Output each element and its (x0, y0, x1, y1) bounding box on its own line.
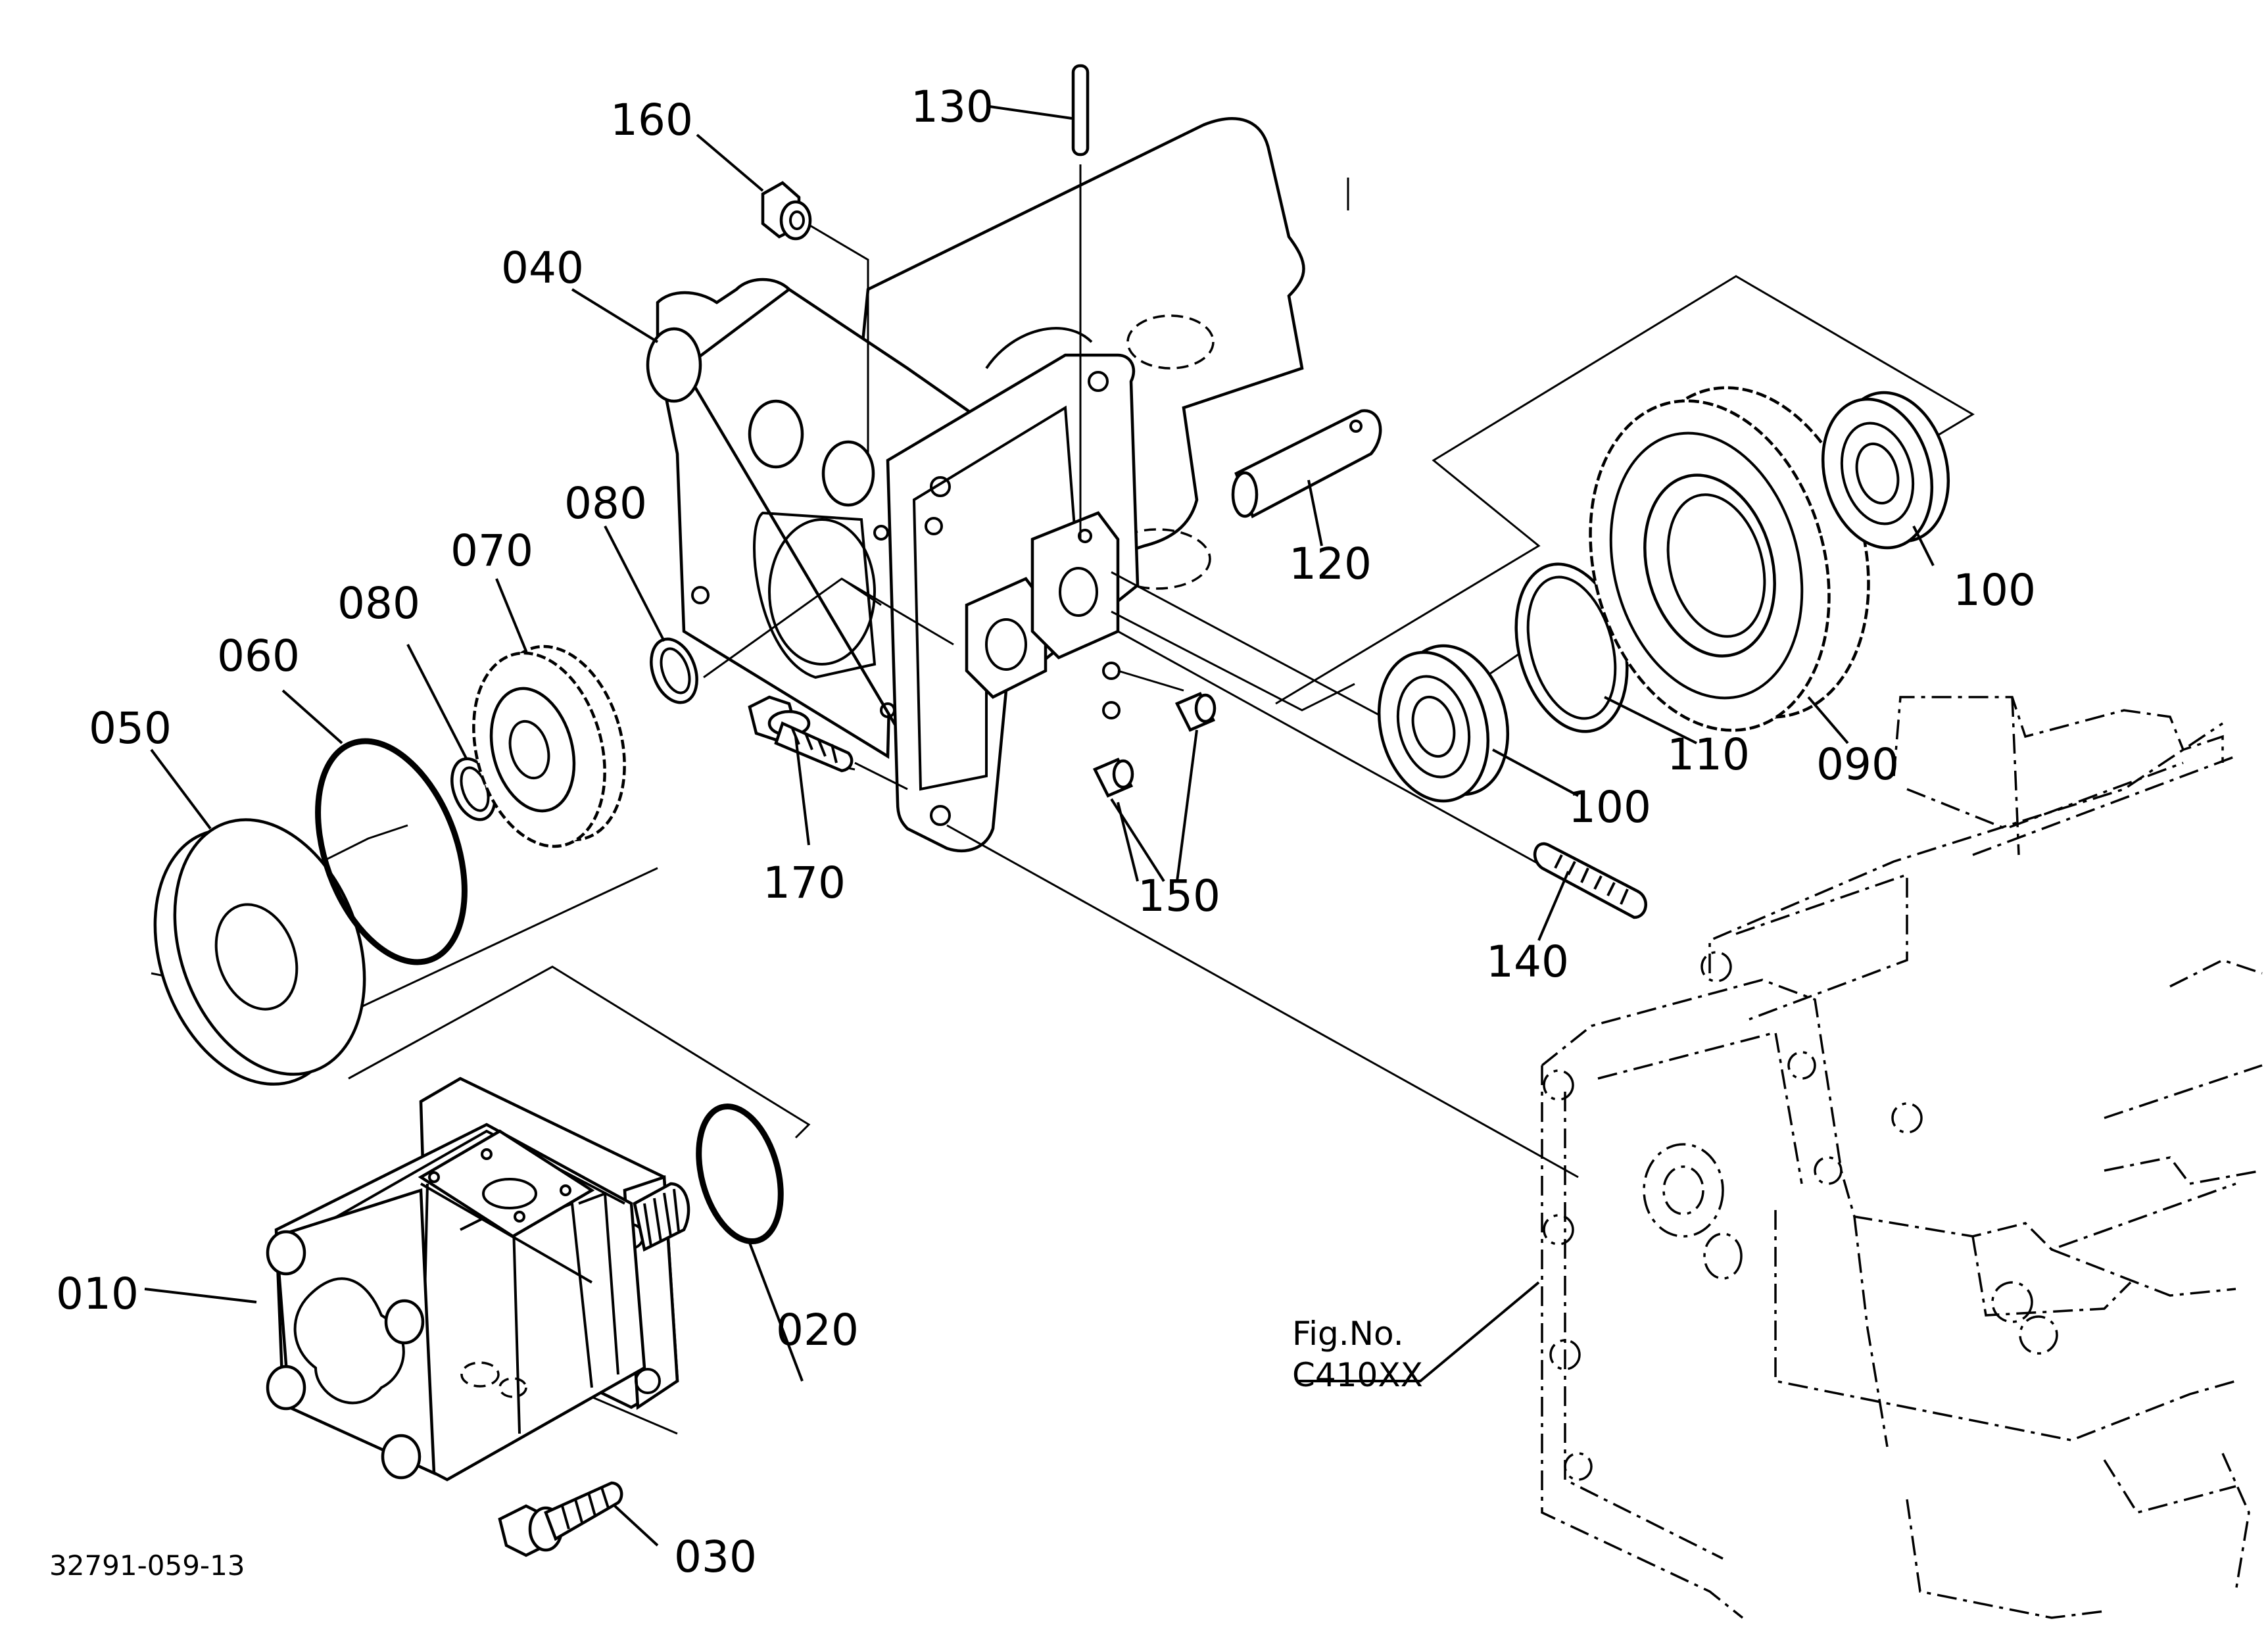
figure-ref-line1: Fig.No. (1292, 1315, 1404, 1353)
o-ring-060 (315, 738, 468, 965)
label-110: 110 (1667, 729, 1750, 780)
label-070: 070 (450, 525, 533, 576)
label-090: 090 (1816, 739, 1899, 790)
gear-070 (472, 644, 626, 848)
label-140: 140 (1486, 936, 1569, 987)
drawing-number: 32791-059-13 (49, 1549, 245, 1582)
label-100-left: 100 (1568, 782, 1651, 833)
label-050: 050 (89, 703, 172, 754)
label-170: 170 (763, 858, 846, 908)
snap-ring-110 (1514, 562, 1629, 733)
label-030: 030 (674, 1532, 757, 1582)
part-labels: 130 160 040 080 070 080 060 050 120 170 … (49, 82, 2036, 1582)
nut-160 (761, 181, 812, 241)
hydraulic-pump-010 (266, 1077, 690, 1482)
pin-120 (1231, 409, 1382, 519)
label-040: 040 (501, 243, 584, 293)
label-080-lower: 080 (337, 578, 420, 629)
label-160: 160 (610, 95, 693, 145)
label-060: 060 (217, 631, 300, 681)
dowel-pins-150 (1092, 692, 1217, 798)
label-080-upper: 080 (564, 478, 647, 529)
gear-090 (1589, 386, 1870, 732)
pin-130 (1071, 64, 1090, 157)
label-020: 020 (776, 1305, 859, 1355)
bolt-170 (748, 695, 854, 773)
bolt-030 (498, 1481, 623, 1557)
circlip-080-right (650, 637, 698, 704)
bearing-100-left (1377, 644, 1510, 803)
label-010: 010 (56, 1269, 139, 1319)
bearing-100-right (1821, 391, 1950, 550)
label-150: 150 (1138, 871, 1220, 921)
label-120: 120 (1289, 539, 1372, 589)
transmission-case-outline (1541, 696, 2263, 1619)
callout-leaders (144, 105, 1935, 1547)
o-ring-020 (696, 1103, 784, 1245)
label-130: 130 (911, 82, 994, 132)
housing-040 (646, 117, 1305, 852)
label-100-right: 100 (1953, 565, 2036, 616)
stud-140 (1533, 842, 1647, 919)
figure-ref-line2: C410XX (1292, 1356, 1423, 1394)
seal-050 (153, 818, 366, 1086)
